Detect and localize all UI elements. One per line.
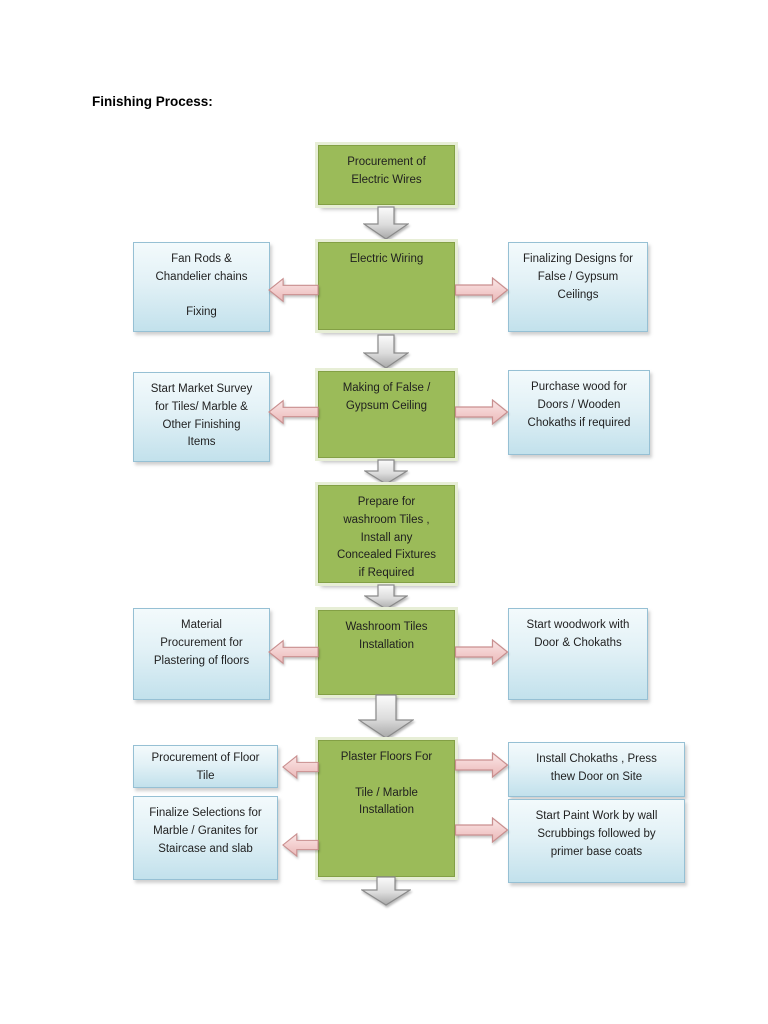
right-arrow-icon: [454, 399, 509, 425]
step-plaster-floors-tile-marble-installation: Plaster Floors For Tile / Marble Install…: [318, 740, 455, 877]
side-finalize-marble-granites: Finalize Selections for Marble / Granite…: [133, 796, 278, 880]
left-arrow-icon: [268, 639, 319, 665]
side-install-chokaths-press-door: Install Chokaths , Press thew Door on Si…: [508, 742, 685, 797]
side-label: Fan Rods & Chandelier chains Fixing: [155, 253, 248, 319]
side-material-procurement-plastering: Material Procurement for Plastering of f…: [133, 608, 270, 700]
step-label: Electric Wiring: [349, 253, 424, 265]
down-arrow-icon: [364, 584, 408, 610]
right-arrow-icon: [454, 639, 509, 665]
side-label: Start Market Survey for Tiles/ Marble & …: [150, 383, 253, 449]
side-label: Procurement of Floor Tile: [151, 752, 260, 782]
down-arrow-icon: [361, 876, 411, 906]
side-label: Finalizing Designs for False / Gypsum Ce…: [523, 253, 633, 301]
side-label: Material Procurement for Plastering of f…: [153, 619, 250, 667]
step-label: Washroom Tiles Installation: [345, 621, 428, 651]
down-arrow-icon: [363, 206, 409, 240]
step-prepare-washroom-tiles-fixtures: Prepare for washroom Tiles , Install any…: [318, 485, 455, 583]
step-label: Making of False / Gypsum Ceiling: [342, 382, 431, 412]
down-arrow-icon: [363, 334, 409, 369]
side-market-survey-tiles-marble: Start Market Survey for Tiles/ Marble & …: [133, 372, 270, 462]
left-arrow-icon: [282, 832, 319, 858]
side-fan-rods-chandelier-fixing: Fan Rods & Chandelier chains Fixing: [133, 242, 270, 332]
side-purchase-wood-doors-chokaths: Purchase wood for Doors / Wooden Chokath…: [508, 370, 650, 455]
step-washroom-tiles-installation: Washroom Tiles Installation: [318, 610, 455, 695]
side-start-paint-work-scrubbings: Start Paint Work by wall Scrubbings foll…: [508, 799, 685, 883]
side-start-woodwork-door-chokaths: Start woodwork with Door & Chokaths: [508, 608, 648, 700]
down-arrow-icon: [364, 459, 408, 485]
page-title: Finishing Process:: [92, 94, 213, 109]
step-making-false-gypsum-ceiling: Making of False / Gypsum Ceiling: [318, 371, 455, 458]
left-arrow-icon: [282, 754, 319, 780]
step-electric-wiring: Electric Wiring: [318, 242, 455, 330]
right-arrow-icon: [454, 817, 509, 843]
side-label: Purchase wood for Doors / Wooden Chokath…: [527, 381, 631, 429]
step-label: Prepare for washroom Tiles , Install any…: [336, 496, 437, 580]
step-procurement-electric-wires: Procurement of Electric Wires: [318, 145, 455, 205]
side-procurement-floor-tile: Procurement of Floor Tile: [133, 745, 278, 788]
step-label: Plaster Floors For Tile / Marble Install…: [340, 751, 433, 817]
side-label: Start woodwork with Door & Chokaths: [526, 619, 630, 649]
right-arrow-icon: [454, 277, 509, 303]
left-arrow-icon: [268, 277, 319, 303]
step-label: Procurement of Electric Wires: [347, 156, 426, 186]
side-label: Finalize Selections for Marble / Granite…: [149, 807, 262, 855]
side-label: Install Chokaths , Press thew Door on Si…: [536, 753, 657, 783]
side-label: Start Paint Work by wall Scrubbings foll…: [535, 810, 658, 858]
left-arrow-icon: [268, 399, 319, 425]
right-arrow-icon: [454, 752, 509, 778]
down-arrow-icon: [358, 694, 414, 739]
side-finalizing-ceiling-designs: Finalizing Designs for False / Gypsum Ce…: [508, 242, 648, 332]
